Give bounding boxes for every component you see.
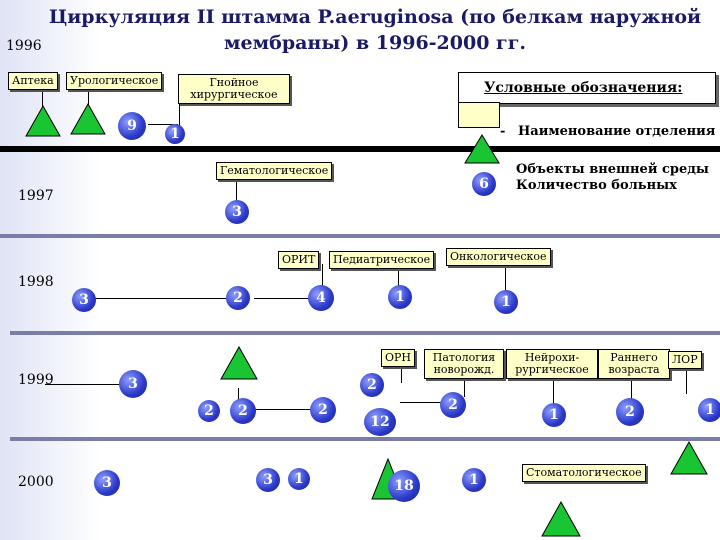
timeline-1996 [0,146,720,152]
count-circle: 1 [388,285,412,309]
legend-env-label: Объекты внешней среды [516,162,709,177]
triangle-icon [541,500,581,537]
connector [179,104,180,130]
connector [401,361,402,383]
connector [85,298,230,299]
year-1997: 1997 [18,188,54,204]
count-circle: 1 [165,124,185,144]
connector [400,402,444,403]
dept-orn: ОРН [381,349,416,367]
dept-orit: ОРИТ [278,251,320,269]
count-circle: 3 [119,370,147,398]
connector [322,264,323,294]
count-circle: 2 [616,398,644,426]
connector [42,82,43,110]
count-circle: 2 [226,286,250,310]
count-circle: 2 [230,398,256,424]
count-circle: 3 [225,200,249,224]
connector [45,384,125,385]
count-circle: 2 [440,392,466,418]
count-circle: 12 [364,408,396,436]
count-circle: 1 [288,468,310,490]
legend-dept-swatch [458,102,500,128]
year-2000: 2000 [18,474,54,490]
timeline-1997 [0,234,720,238]
connector [398,264,399,292]
dept-lor: ЛОР [668,351,702,369]
count-circle: 1 [462,468,486,492]
dept-urolog: Урологическое [66,72,163,90]
connector [236,172,237,208]
connector [254,298,309,299]
connector [250,409,315,410]
connector [88,82,89,106]
year-1999: 1999 [18,372,54,388]
count-circle: 3 [94,470,120,496]
connector [553,377,554,411]
legend-count-label: Количество больных [516,178,677,193]
dept-stomat: Стоматологическое [522,464,646,482]
legend-count-circle: 6 [472,172,496,196]
page-title: Циркуляция II штамма P.aeruginosa (по бе… [30,4,720,56]
count-circle: 3 [72,288,96,312]
count-circle: 2 [310,397,336,423]
timeline-1998 [10,331,720,335]
year-1998: 1998 [18,274,54,290]
count-circle: 9 [118,112,146,140]
dept-gnoin: Гнойное хирургическое [178,74,290,104]
dept-pediatr: Педиатрическое [329,251,435,269]
timeline-1999 [10,437,720,441]
count-circle: 3 [256,468,280,492]
triangle-icon [70,102,106,135]
triangle-icon [670,440,708,475]
count-circle: 2 [198,400,220,422]
dept-patolog: Патология новорожд. [424,349,504,379]
count-circle: 1 [698,398,720,422]
connector [505,262,506,296]
legend-triangle-icon [464,134,500,164]
triangle-icon [25,104,61,137]
dept-onkolog: Онкологическое [446,248,551,266]
dept-rannego: Раннего возраста [598,349,670,379]
connector [148,124,178,125]
legend-dept-dash: - [500,124,506,139]
count-circle: 2 [360,373,384,397]
legend-header [458,72,716,104]
title-line-2: мембраны) в 1996-2000 гг. [224,32,526,54]
count-circle: 1 [542,403,566,427]
triangle-icon [220,345,258,380]
title-line-1: Циркуляция II штамма P.aeruginosa (по бе… [48,6,702,28]
legend-title: Условные обозначения: [484,80,683,96]
connector [464,377,465,397]
dept-apteka: Аптека [8,72,58,90]
count-circle: 18 [388,470,420,502]
year-1996: 1996 [6,38,42,54]
dept-gemat: Гематологическое [216,162,333,180]
connector [686,364,687,394]
connector [631,377,632,411]
count-circle: 4 [308,285,334,311]
legend-dept-label: Наименование отделения [518,124,716,139]
count-circle: 1 [494,290,518,314]
dept-neiro: Нейрохи-рургическое [506,349,598,379]
